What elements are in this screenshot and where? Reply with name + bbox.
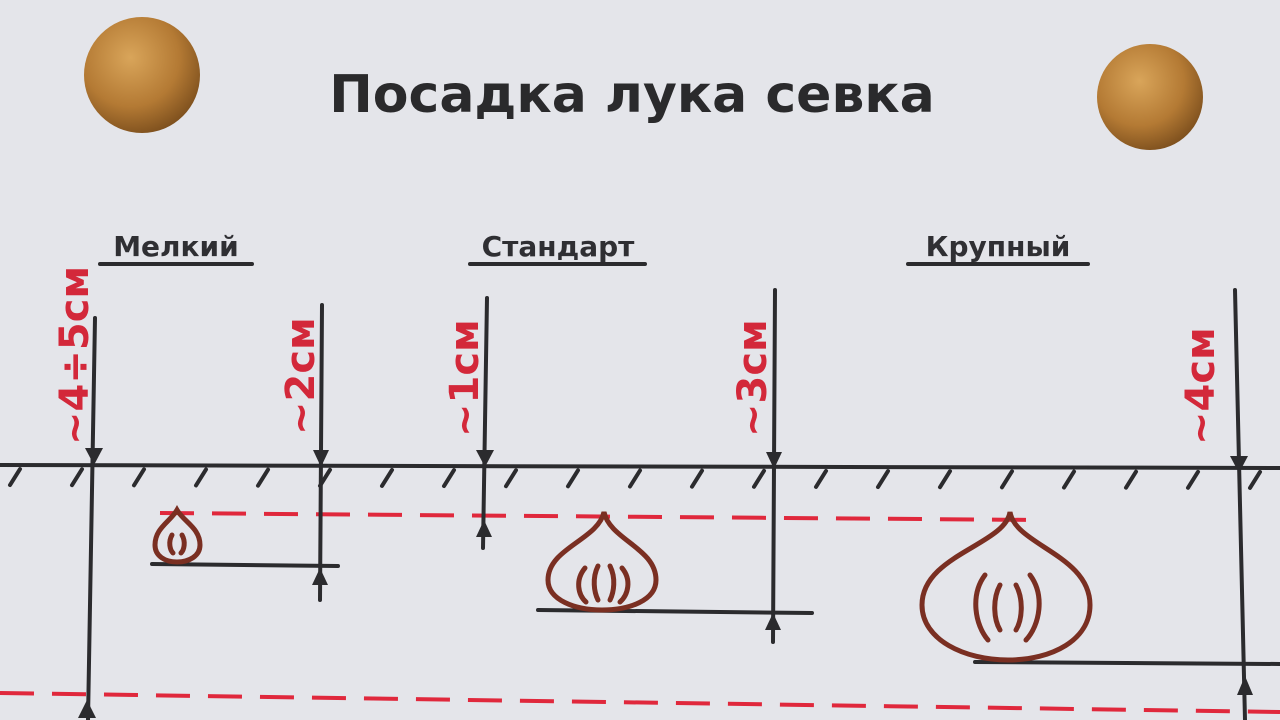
ground-hatch-mark (938, 469, 952, 490)
heading-small: Мелкий (98, 230, 254, 266)
ground-hatch-mark (194, 467, 208, 488)
ground-hatch-mark (690, 468, 704, 489)
ground-hatch-mark (504, 468, 518, 489)
ground-hatch-mark (566, 468, 580, 489)
ground-hatch-mark (8, 467, 22, 488)
ground-hatch-mark (1062, 469, 1076, 490)
onion-photo-left (84, 17, 200, 133)
ground-hatch-mark (380, 467, 394, 488)
depth-label-standard-top: ~1см (442, 319, 488, 437)
ground-hatch-mark (256, 467, 270, 488)
ground-hatch-mark (442, 468, 456, 489)
depth-label-small: ~2см (278, 317, 324, 435)
onion-photo-right (1097, 44, 1203, 150)
ground-hatch-mark (1124, 469, 1138, 490)
red-dashed-line-lower (0, 691, 1280, 714)
heading-standard: Стандарт (468, 230, 647, 266)
ground-hatch-mark (752, 468, 766, 489)
bulb-large-drawing (919, 511, 1093, 663)
ground-hatch-mark (876, 469, 890, 490)
ground-hatch-mark (1248, 469, 1262, 490)
ground-hatch-mark (132, 467, 146, 488)
ground-hatch-mark (1000, 469, 1014, 490)
bulb-standard-drawing (545, 511, 659, 613)
heading-large-label: Крупный (926, 230, 1071, 263)
heading-small-label: Мелкий (113, 230, 239, 263)
heading-standard-label: Стандарт (482, 230, 636, 263)
bulb-small-drawing (152, 505, 203, 565)
ground-hatch-mark (628, 468, 642, 489)
depth-label-standard: ~3см (730, 319, 776, 437)
diagram-title: Посадка лука севка (329, 65, 935, 125)
ground-hatch-mark (70, 467, 84, 488)
ground-hatch-mark (814, 468, 828, 489)
heading-large: Крупный (906, 230, 1090, 266)
depth-label-small-spacing: ~4÷5см (52, 266, 98, 445)
ground-surface-line (0, 463, 1280, 490)
ground-hatch-mark (1186, 469, 1200, 490)
depth-label-large: ~4см (1178, 327, 1224, 445)
